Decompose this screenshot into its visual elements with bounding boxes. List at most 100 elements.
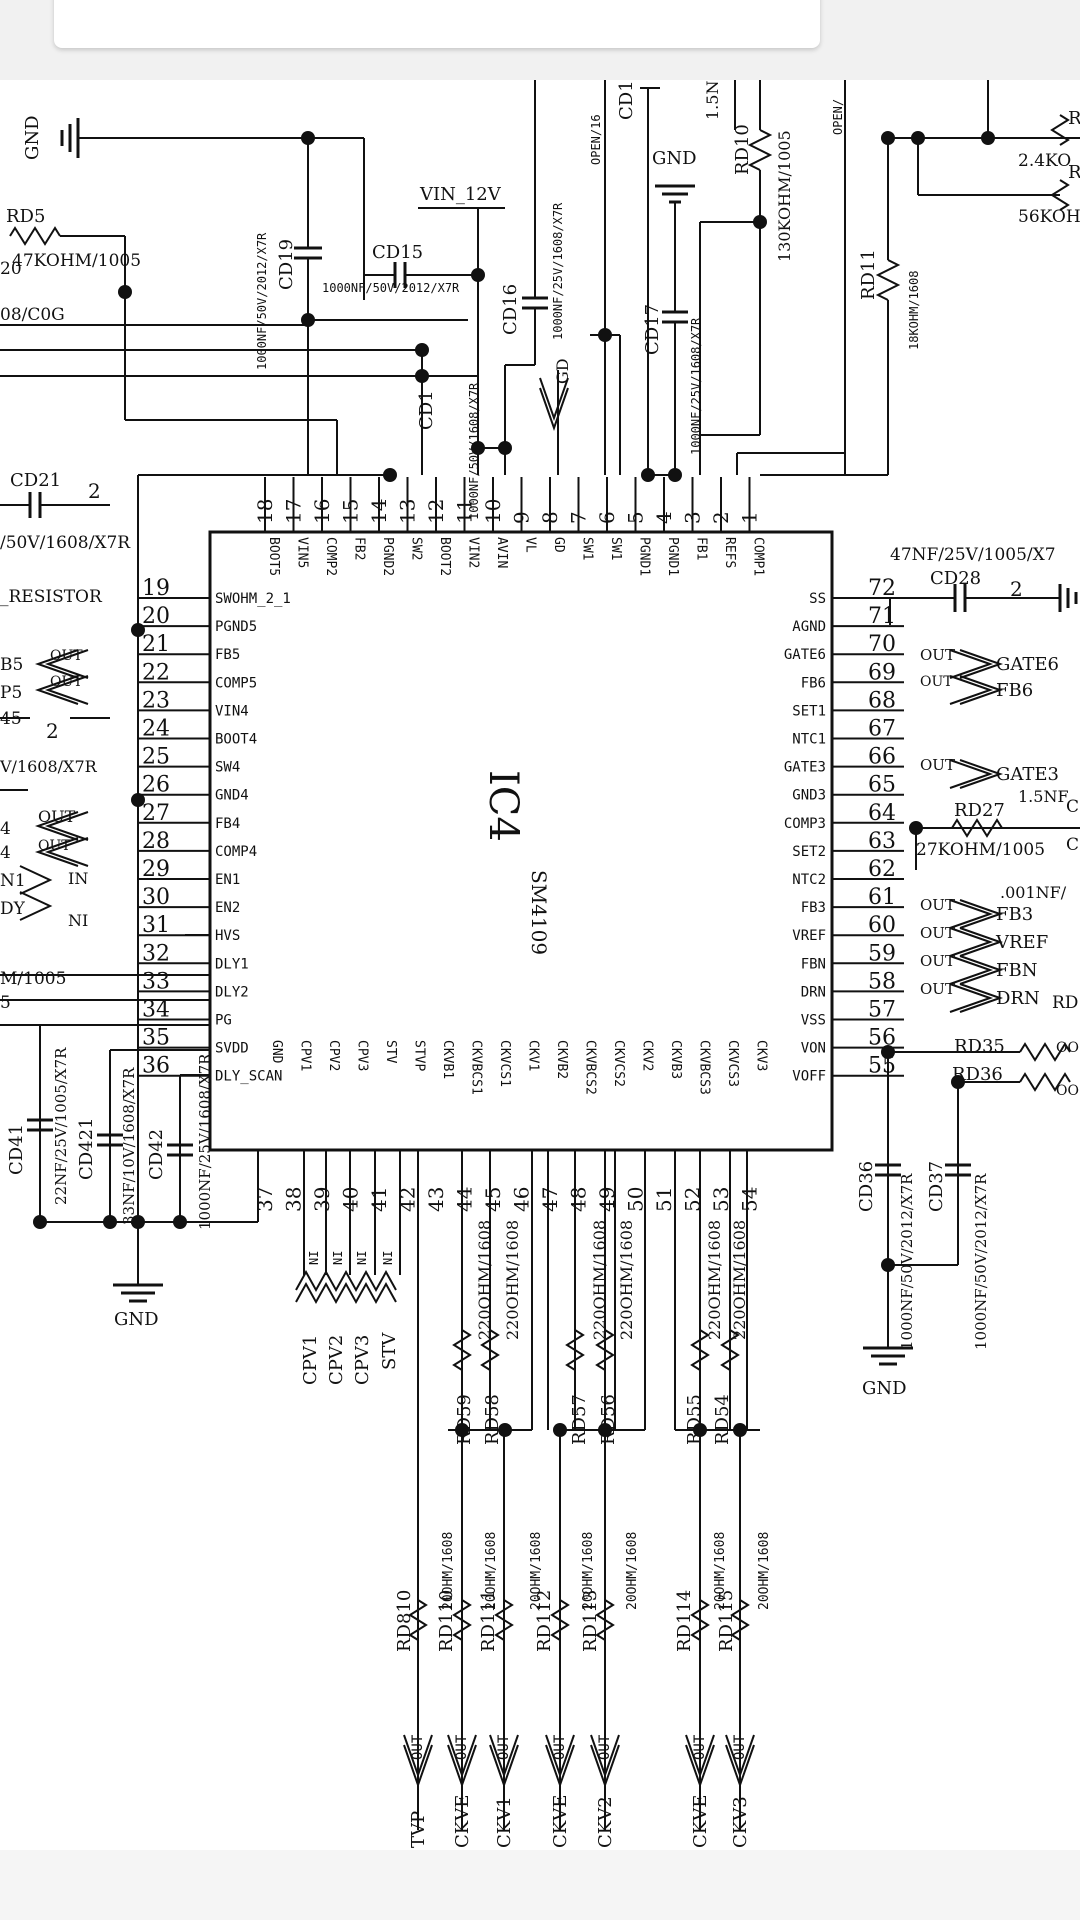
out-arrow xyxy=(685,1734,715,1789)
resistor-value: 220OHM/1608 xyxy=(730,1220,749,1340)
rd35-label: RD35 xyxy=(954,1036,1005,1057)
pin-name: PG xyxy=(215,1013,232,1029)
output-net-label: CKV2 xyxy=(595,1796,616,1848)
pin-number: 18 xyxy=(253,499,277,524)
gate3-label: GATE3 xyxy=(996,764,1059,785)
resistor-symbol xyxy=(494,1599,514,1641)
junction-dot xyxy=(951,1075,965,1089)
pin-number: 60 xyxy=(868,913,896,938)
ni-42: NI xyxy=(381,1251,395,1265)
fb6-label: FB6 xyxy=(996,680,1033,701)
pin-number: 59 xyxy=(868,941,896,966)
pin-number: 31 xyxy=(142,913,170,938)
resistor-symbol xyxy=(690,1599,710,1641)
cpv3-label: CPV3 xyxy=(352,1335,373,1385)
resistor-value: 20OHM/1608 xyxy=(441,1532,456,1610)
pin-number: 13 xyxy=(396,499,420,524)
pin-number: 3 xyxy=(681,511,705,524)
resistor-ref: RD55 xyxy=(684,1394,705,1445)
resistor-symbol xyxy=(720,1329,740,1371)
stv-label: STV xyxy=(379,1332,400,1370)
pin-number: 47 xyxy=(538,1187,562,1212)
cd19-label: CD19 xyxy=(276,239,297,290)
pin-number: 48 xyxy=(567,1187,591,1212)
pin-name: VL xyxy=(523,537,538,553)
pin-number: 34 xyxy=(142,998,170,1023)
cd421-label: CD421 xyxy=(76,1117,97,1180)
pin-name: PGND1 xyxy=(637,537,652,576)
pin-name: FB5 xyxy=(215,647,240,663)
dy-frag: DY xyxy=(0,899,26,919)
bottom-wiring xyxy=(295,1150,760,1830)
junction-dot xyxy=(981,131,995,145)
pin-name: SET2 xyxy=(792,844,826,860)
resistor-value: 220OHM/1608 xyxy=(705,1220,724,1340)
pin-number: 28 xyxy=(142,829,170,854)
pin-number: 54 xyxy=(738,1187,762,1212)
pin-number: 5 xyxy=(624,511,648,524)
ni-39: NI xyxy=(307,1251,321,1265)
junction-dot xyxy=(383,468,397,482)
ni-41: NI xyxy=(355,1251,369,1265)
resistor-ref: RD54 xyxy=(712,1394,733,1445)
pin-name: AVIN xyxy=(494,537,509,568)
pin-name: FBN xyxy=(801,956,826,972)
address-card[interactable] xyxy=(54,0,820,48)
resistor-symbol xyxy=(480,1329,500,1371)
vref-label: VREF xyxy=(995,932,1048,953)
pin-name: SW1 xyxy=(608,537,623,560)
pin-number: 2 xyxy=(709,511,733,524)
pin-name: CKVB3 xyxy=(668,1040,683,1079)
resistor-frag: _RESISTOR xyxy=(0,587,103,607)
out-fbn: OUT xyxy=(920,952,955,970)
cd36-label: CD36 xyxy=(856,1161,877,1212)
gnd-label-top: GND xyxy=(652,148,697,169)
pin-name: CKVBCS1 xyxy=(469,1040,484,1095)
out-fb4: OUT xyxy=(38,807,76,826)
junction-dot xyxy=(33,1215,47,1229)
pin-name: BOOT5 xyxy=(266,537,281,576)
pin-name: VIN4 xyxy=(215,703,249,719)
r-frag-1: R xyxy=(1068,108,1080,129)
output-net-label: TVP xyxy=(408,1811,429,1848)
pin-name: EN1 xyxy=(215,872,240,888)
r-val-1: 2.4KO xyxy=(1018,151,1071,171)
n4b-frag: 4 xyxy=(0,843,11,863)
rd27-label: RD27 xyxy=(954,800,1005,821)
pin-number: 23 xyxy=(142,688,170,713)
pin-number: 62 xyxy=(868,857,896,882)
pin-number: 1 xyxy=(738,511,762,524)
pin-name: REFS xyxy=(722,537,737,568)
pin-name: SS xyxy=(809,591,826,607)
cpv2-label: CPV2 xyxy=(326,1335,347,1385)
out-tag: OUT xyxy=(496,1734,512,1760)
junction-dot xyxy=(881,131,895,145)
resistor-ref: RD58 xyxy=(482,1394,503,1445)
junction-dot xyxy=(553,1423,567,1437)
out-fb6: OUT xyxy=(920,674,953,690)
pin-name: CPV2 xyxy=(326,1040,341,1071)
resistor-value: 220OHM/1608 xyxy=(475,1220,494,1340)
cd1x-label: CD1 xyxy=(416,390,437,430)
v1608-frag: V/1608/X7R xyxy=(0,757,98,776)
n2-cd21: 2 xyxy=(88,479,101,503)
pin-number: 29 xyxy=(142,857,170,882)
n2-45: 2 xyxy=(46,719,59,743)
resistor-value: 20OHM/1608 xyxy=(484,1532,499,1610)
pin-name: GND3 xyxy=(792,788,826,804)
out-vref: OUT xyxy=(920,924,955,942)
pin-number: 26 xyxy=(142,773,170,798)
pin-name: COMP2 xyxy=(323,537,338,576)
pin-name: CKVB2 xyxy=(554,1040,569,1079)
pin-name: DLY2 xyxy=(215,984,249,1000)
gnd-label-top-left: GND xyxy=(22,115,43,160)
pin-name: PGND2 xyxy=(380,537,395,576)
rd11-label: RD11 xyxy=(858,249,879,300)
b5-frag: B5 xyxy=(0,655,23,675)
p5-frag: P5 xyxy=(0,683,22,703)
pin-name: BOOT4 xyxy=(215,732,257,748)
pin-number: 68 xyxy=(868,688,896,713)
cd16-label: CD16 xyxy=(500,284,521,335)
gnd-frag: GD xyxy=(553,358,572,384)
